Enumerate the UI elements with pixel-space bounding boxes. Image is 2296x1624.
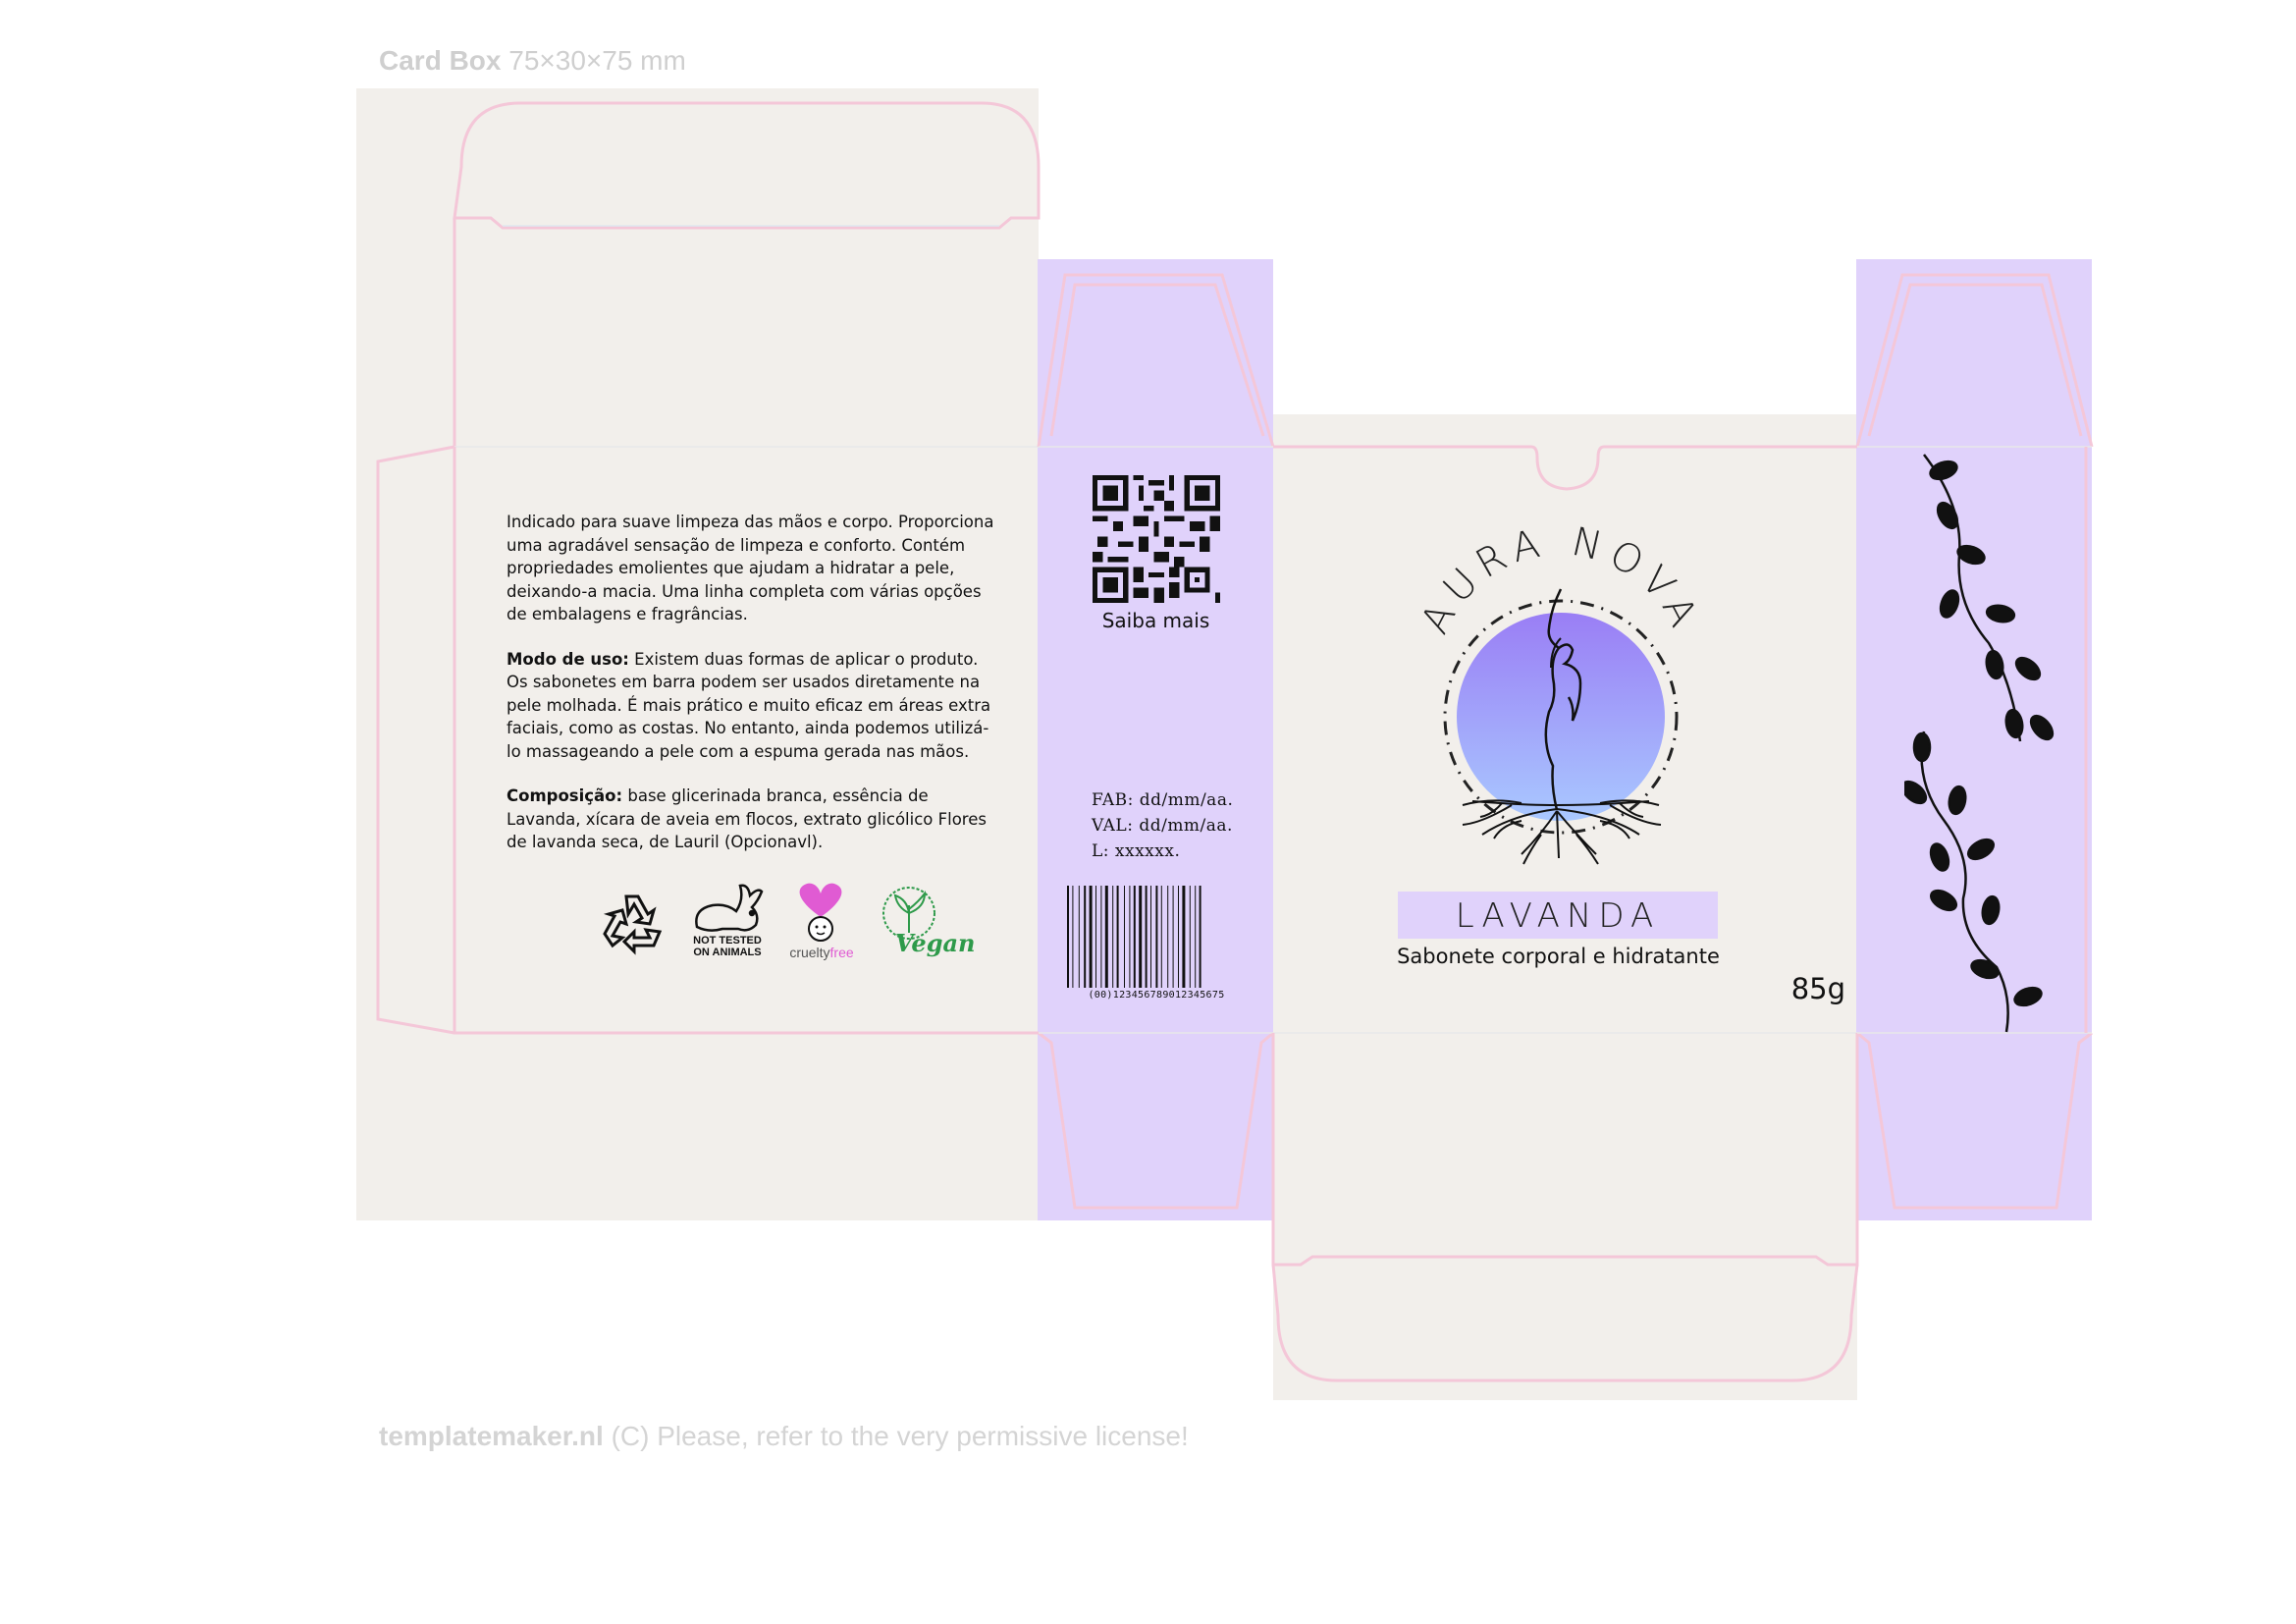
not-tested-line2: ON ANIMALS: [693, 947, 762, 958]
barcode-bar: [1133, 886, 1136, 988]
template-title: Card Box 75×30×75 mm: [379, 45, 686, 77]
barcode: [1065, 886, 1248, 988]
barcode-bar: [1155, 886, 1158, 988]
footer-notice: (C) Please, refer to the very permissive…: [611, 1421, 1189, 1451]
flavor-band: [1398, 892, 1718, 939]
barcode-bar: [1160, 886, 1162, 988]
license-footer: templatemaker.nl (C) Please, refer to th…: [379, 1421, 1189, 1452]
qr-code[interactable]: [1093, 475, 1220, 603]
footer-site[interactable]: templatemaker.nl: [379, 1421, 604, 1451]
not-tested-line1: NOT TESTED: [693, 935, 762, 947]
template-name: Card Box: [379, 45, 502, 76]
usage-text: Existem duas formas de aplicar o produto…: [507, 649, 991, 761]
free-text: free: [829, 945, 854, 960]
batch-codes: FAB: dd/mm/aa. VAL: dd/mm/aa. L: xxxxxx.: [1092, 787, 1233, 864]
template-dimensions: 75×30×75 mm: [508, 45, 686, 76]
fab-date: FAB: dd/mm/aa.: [1092, 790, 1234, 810]
brand-logo: AURA NOVA: [1413, 519, 1701, 865]
not-tested-label: NOT TESTED ON ANIMALS: [687, 935, 768, 958]
barcode-number: (00)123456789012345675: [1088, 990, 1225, 1001]
barcode-bar: [1129, 886, 1131, 988]
composition-text: base glicerinada branca, essência de Lav…: [507, 786, 987, 851]
net-weight: 85g: [1790, 972, 1845, 1005]
barcode-bar: [1104, 886, 1108, 988]
vegan-leaf-icon: [882, 887, 935, 940]
barcode-bar: [1067, 886, 1069, 988]
vegan-label: Vegan: [895, 929, 976, 957]
barcode-bar: [1150, 886, 1151, 988]
recycle-icon: [603, 894, 663, 955]
rabbit-icon: [695, 884, 764, 932]
barcode-bar: [1182, 886, 1186, 988]
barcode-bar: [1078, 886, 1080, 988]
product-description: Indicado para suave limpeza das mãos e c…: [507, 513, 994, 623]
product-subtitle: Sabonete corporal e hidratante: [1397, 945, 1720, 968]
barcode-bar: [1116, 886, 1119, 988]
barcode-bar: [1084, 886, 1087, 988]
lot-number: L: xxxxxx.: [1092, 841, 1181, 861]
val-date: VAL: dd/mm/aa.: [1092, 816, 1233, 836]
barcode-bar: [1189, 886, 1191, 988]
barcode-bar: [1195, 886, 1197, 988]
usage-label: Modo de uso:: [507, 649, 629, 669]
flavor-name: LAVANDA: [1455, 896, 1661, 936]
qr-label: Saiba mais: [1101, 609, 1210, 632]
barcode-bar: [1100, 886, 1102, 988]
barcode-bar: [1072, 886, 1074, 988]
barcode-bar: [1095, 886, 1096, 988]
barcode-bar: [1199, 886, 1201, 988]
composition-paragraph: Composição: base glicerinada branca, ess…: [507, 785, 1002, 854]
usage-paragraph: Modo de uso: Existem duas formas de apli…: [507, 648, 1002, 764]
barcode-bar: [1145, 886, 1148, 988]
cruelty-free-label: crueltyfree: [781, 945, 862, 960]
vine-illustration: [1904, 454, 2055, 1033]
barcode-bar: [1089, 886, 1093, 988]
cruelty-text: cruelty: [789, 945, 830, 960]
barcode-bar: [1172, 886, 1174, 988]
barcode-bar: [1178, 886, 1179, 988]
composition-label: Composição:: [507, 786, 623, 805]
barcode-bar: [1124, 886, 1125, 988]
back-panel-text: Indicado para suave limpeza das mãos e c…: [507, 511, 1002, 876]
barcode-bar: [1167, 886, 1169, 988]
heart-bunny-icon: [799, 883, 842, 942]
side-panel-left: [1038, 259, 1273, 1220]
barcode-bar: [1139, 886, 1143, 988]
barcode-bar: [1112, 886, 1114, 988]
